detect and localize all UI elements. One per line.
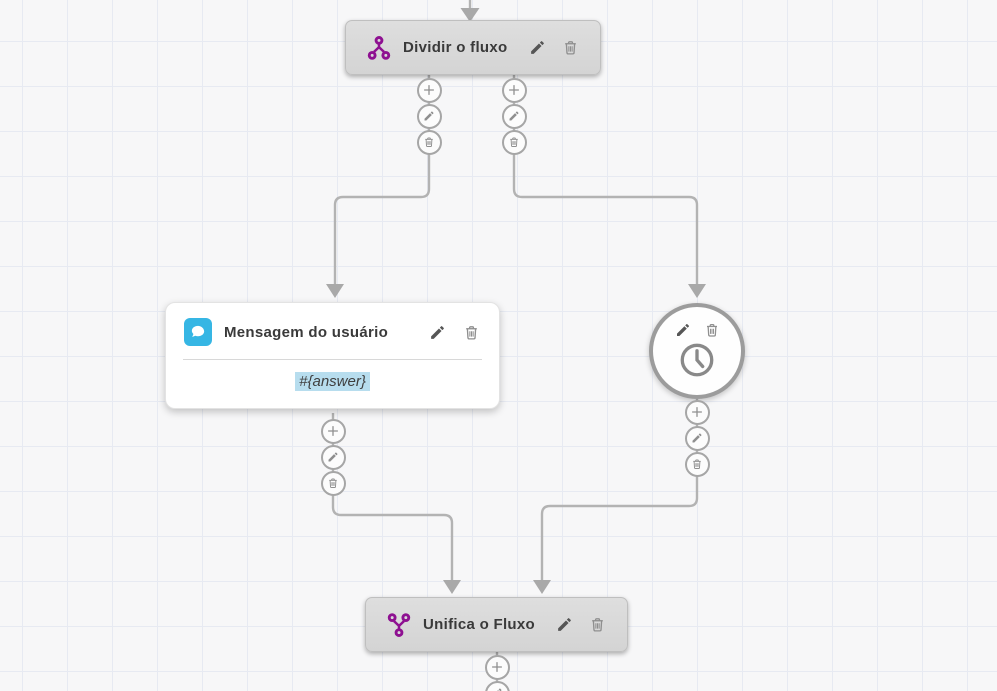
delete-node-button[interactable] [587, 615, 607, 635]
node-title: Unifica o Fluxo [423, 616, 536, 633]
plus-icon [326, 424, 340, 438]
add-connection-button[interactable] [501, 77, 527, 103]
pencil-icon [491, 687, 503, 691]
add-connection-button[interactable] [320, 418, 346, 444]
trash-icon [423, 136, 435, 148]
trash-icon [704, 322, 720, 338]
connector-actions-message [320, 418, 346, 496]
connector-actions-split-right [501, 77, 527, 155]
message-variable[interactable]: #{answer} [295, 372, 370, 391]
pencil-icon [423, 110, 435, 122]
pencil-icon [327, 451, 339, 463]
trash-icon [327, 477, 339, 489]
pencil-icon [675, 322, 691, 338]
plus-icon [490, 660, 504, 674]
delete-node-button[interactable] [702, 320, 722, 340]
node-merge-flow[interactable]: Unifica o Fluxo [365, 597, 628, 652]
node-actions [673, 320, 722, 340]
plus-icon [422, 83, 436, 97]
node-title: Dividir o fluxo [403, 39, 508, 56]
wire-timer-to-merge [540, 399, 699, 581]
edit-connection-button[interactable] [484, 680, 510, 691]
trash-icon [589, 616, 606, 633]
edit-connection-button[interactable] [684, 425, 710, 451]
trash-icon [691, 458, 703, 470]
node-divider [183, 359, 482, 360]
delete-connection-button[interactable] [320, 470, 346, 496]
wire-split-to-timer [512, 75, 699, 285]
node-user-message[interactable]: Mensagem do usuário #{answer} [165, 302, 500, 409]
merge-flow-icon [386, 612, 412, 638]
delete-node-button[interactable] [560, 38, 580, 58]
edit-connection-button[interactable] [501, 103, 527, 129]
arrowhead [460, 8, 480, 22]
add-connection-button[interactable] [684, 399, 710, 425]
edit-node-button[interactable] [427, 322, 447, 342]
delete-connection-button[interactable] [416, 129, 442, 155]
node-header: Mensagem do usuário [166, 303, 499, 359]
plus-icon [690, 405, 704, 419]
delete-connection-button[interactable] [684, 451, 710, 477]
add-connection-button[interactable] [416, 77, 442, 103]
pencil-icon [556, 616, 573, 633]
add-connection-button[interactable] [484, 654, 510, 680]
wire-message-to-merge [331, 413, 454, 581]
split-flow-icon [366, 35, 392, 61]
arrowhead [533, 580, 551, 594]
node-body: #{answer} [166, 360, 499, 408]
edit-node-button[interactable] [527, 38, 547, 58]
clock-icon [678, 341, 716, 379]
arrowhead [326, 284, 344, 298]
wire-split-to-message [333, 75, 431, 285]
pencil-icon [429, 324, 446, 341]
trash-icon [562, 39, 579, 56]
arrowhead [688, 284, 706, 298]
plus-icon [507, 83, 521, 97]
edit-node-button[interactable] [673, 320, 693, 340]
delete-node-button[interactable] [461, 322, 481, 342]
node-split-flow[interactable]: Dividir o fluxo [345, 20, 601, 75]
delete-connection-button[interactable] [501, 129, 527, 155]
connector-actions-timer [684, 399, 710, 477]
chat-bubble-icon [184, 318, 212, 346]
pencil-icon [508, 110, 520, 122]
connector-actions-merge [484, 654, 510, 691]
pencil-icon [691, 432, 703, 444]
trash-icon [463, 324, 480, 341]
edit-connection-button[interactable] [416, 103, 442, 129]
arrowhead [443, 580, 461, 594]
connector-actions-split-left [416, 77, 442, 155]
pencil-icon [529, 39, 546, 56]
node-title: Mensagem do usuário [224, 323, 389, 341]
trash-icon [508, 136, 520, 148]
node-timer[interactable] [649, 303, 745, 399]
edit-node-button[interactable] [554, 615, 574, 635]
edit-connection-button[interactable] [320, 444, 346, 470]
